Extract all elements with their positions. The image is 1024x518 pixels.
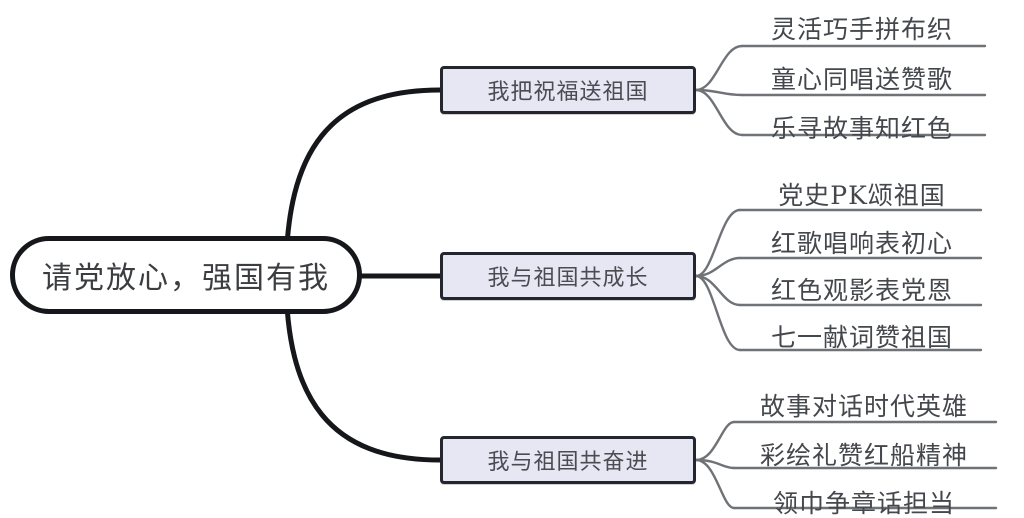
branch-node-2-label: 我与祖国共成长: [487, 266, 649, 291]
leaf-connector-g1-1: [694, 88, 744, 97]
leaf-node-3-1[interactable]: 故事对话时代英雄: [735, 381, 993, 419]
leaf-node-2-1-label: 党史PK颂祖国: [778, 181, 946, 210]
branch-node-3-label: 我与祖国共奋进: [487, 450, 649, 475]
root-node[interactable]: 请党放心，强国有我: [10, 236, 362, 314]
leaf-node-3-3-label: 领巾争章话担当: [772, 489, 955, 518]
branch-node-2[interactable]: 我与祖国共成长: [440, 252, 696, 300]
leaf-node-1-1[interactable]: 灵活巧手拼布织: [739, 4, 985, 42]
leaf-node-3-2-label: 彩绘礼赞红船精神: [759, 441, 968, 470]
leaf-node-1-1-label: 灵活巧手拼布织: [770, 15, 953, 44]
leaf-node-2-3[interactable]: 红色观影表党恩: [743, 265, 981, 303]
leaf-connector-g1-2: [694, 88, 744, 137]
leaf-connector-g1-0: [694, 44, 744, 92]
leaf-node-1-2[interactable]: 童心同唱送赞歌: [739, 54, 985, 92]
leaf-node-2-1[interactable]: 党史PK颂祖国: [743, 170, 981, 208]
root-node-label: 请党放心，强国有我: [42, 261, 330, 296]
leaf-node-3-1-label: 故事对话时代英雄: [759, 392, 968, 421]
leaf-connector-g3-0: [694, 420, 736, 462]
leaf-node-2-4[interactable]: 七一献词赞祖国: [743, 312, 981, 350]
leaf-node-2-3-label: 红色观影表党恩: [770, 276, 953, 305]
leaf-connector-g2-2: [694, 274, 742, 307]
branch-node-3[interactable]: 我与祖国共奋进: [440, 436, 696, 484]
leaf-node-3-2[interactable]: 彩绘礼赞红船精神: [735, 430, 993, 468]
leaf-node-3-3[interactable]: 领巾争章话担当: [735, 478, 993, 516]
branch-node-1[interactable]: 我把祝福送祖国: [440, 66, 696, 114]
leaf-node-2-4-label: 七一献词赞祖国: [770, 323, 953, 352]
leaf-node-2-2[interactable]: 红歌唱响表初心: [743, 218, 981, 256]
leaf-node-1-3[interactable]: 乐寻故事知红色: [739, 103, 985, 141]
branch-node-1-label: 我把祝福送祖国: [487, 80, 649, 105]
leaf-node-1-2-label: 童心同唱送赞歌: [770, 65, 953, 94]
leaf-node-1-3-label: 乐寻故事知红色: [770, 114, 953, 143]
leaf-connector-g3-2: [694, 458, 736, 510]
leaf-connector-g2-0: [694, 208, 742, 278]
leaf-connector-g2-3: [694, 274, 742, 352]
leaf-connector-g2-1: [694, 256, 742, 278]
leaf-node-2-2-label: 红歌唱响表初心: [770, 229, 953, 258]
leaf-connector-g3-1: [694, 458, 736, 470]
